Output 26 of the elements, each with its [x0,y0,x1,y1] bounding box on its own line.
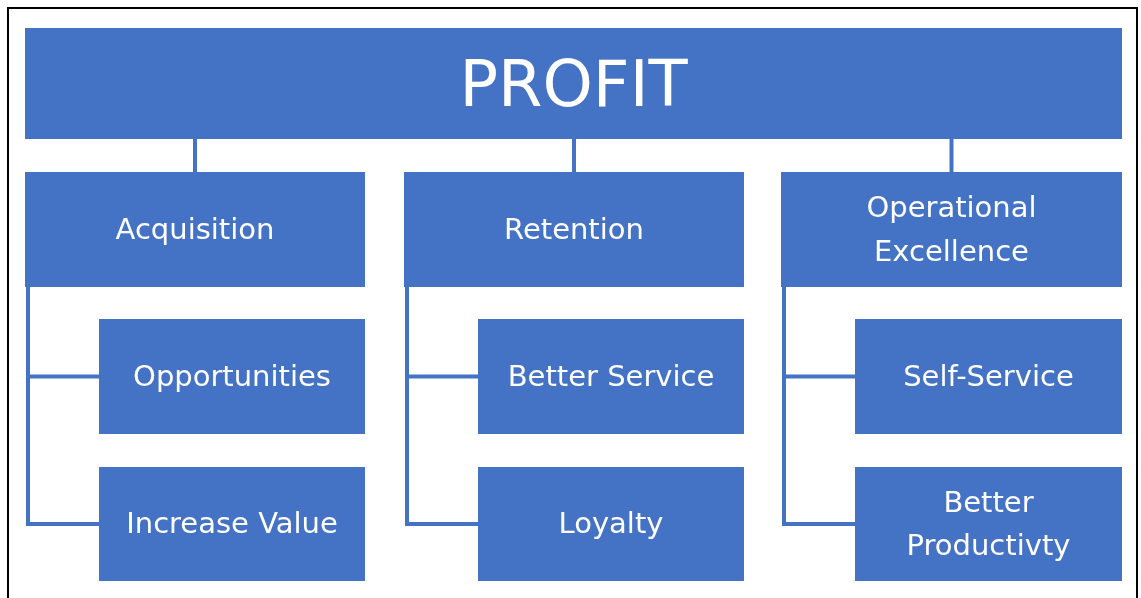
header-bar [25,28,1122,139]
box-label: Loyalty [558,505,664,543]
box-label: Acquisition [115,210,275,248]
box-label: Better Service [507,357,715,395]
category-box [25,172,365,287]
connector-line [572,139,576,172]
box-label: Opportunities [133,357,331,395]
connector-line [193,139,197,172]
category-box [99,467,365,581]
box-label: Increase Value [126,505,338,543]
category-box [781,172,1122,287]
box-label: Better Productivty [905,483,1072,564]
box-label: PROFIT [459,51,688,116]
connector-line [949,139,954,172]
category-box [478,467,744,581]
category-box [855,467,1122,581]
box-label: Self-Service [903,357,1074,395]
connector-line [26,287,99,526]
box-label: Operational Excellence [865,189,1038,270]
connector-line [405,287,478,526]
connector-line [782,287,855,526]
box-label: Retention [504,210,644,248]
category-box [99,319,365,434]
category-box [855,319,1122,434]
category-box [478,319,744,434]
category-box [404,172,744,287]
